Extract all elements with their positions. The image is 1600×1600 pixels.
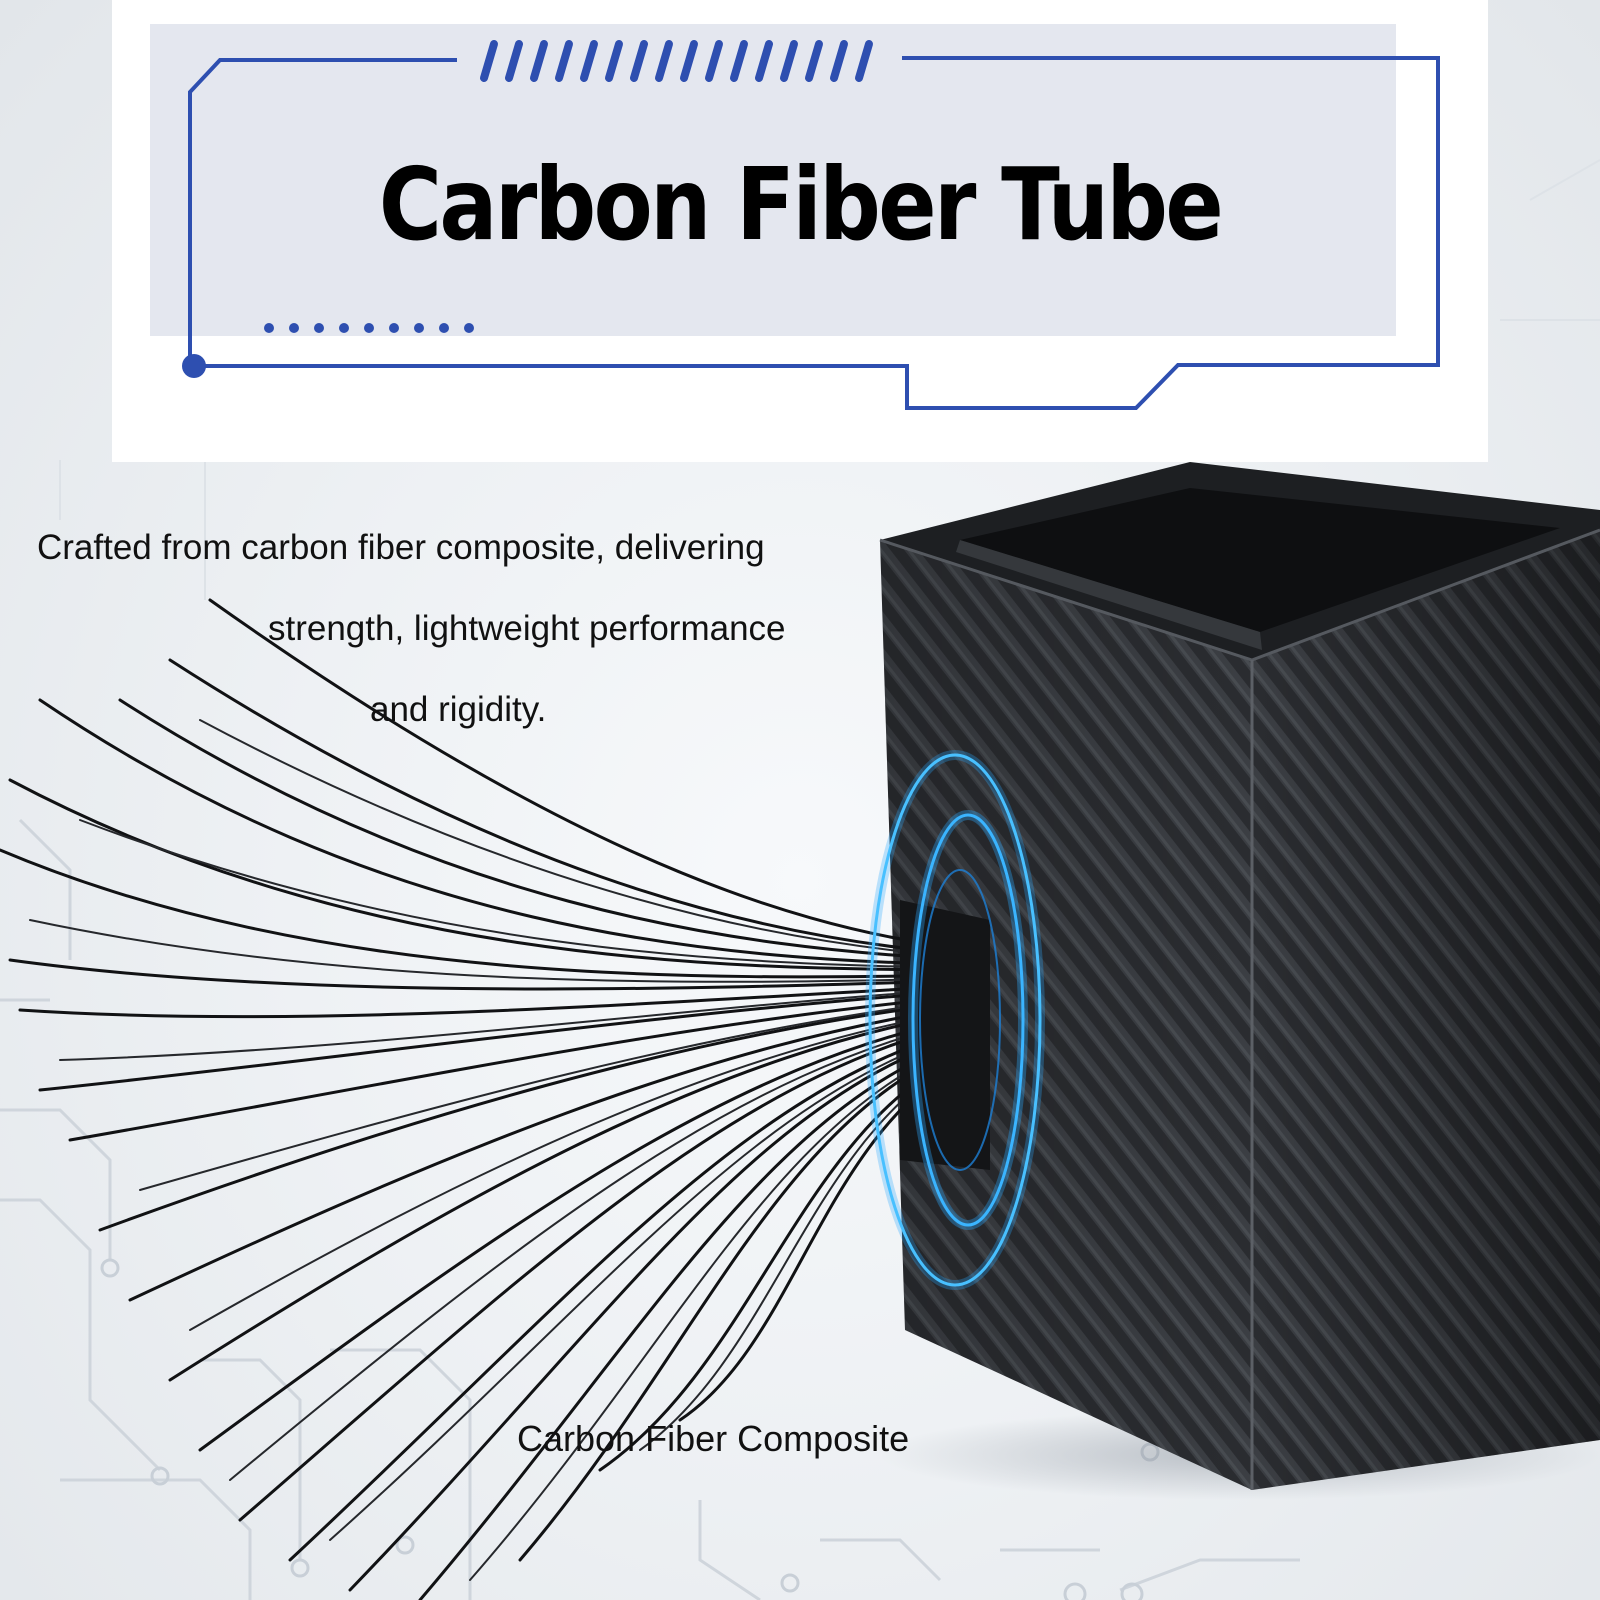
fiber-bundle bbox=[0, 598, 982, 1600]
frame-node-dot bbox=[182, 354, 206, 378]
carbon-tube bbox=[879, 462, 1600, 1490]
banner-panel bbox=[150, 24, 1396, 336]
description-line-3: and rigidity. bbox=[370, 690, 547, 729]
page-title: Carbon Fiber Tube bbox=[378, 146, 1224, 263]
banner-frame bbox=[182, 40, 1440, 410]
glow-rings bbox=[865, 750, 1045, 1290]
description-line-2: strength, lightweight performance bbox=[268, 609, 786, 648]
material-caption: Carbon Fiber Composite bbox=[517, 1418, 910, 1459]
title-banner: Carbon Fiber Tube bbox=[112, 0, 1488, 462]
description-line-1: Crafted from carbon fiber composite, del… bbox=[37, 528, 765, 567]
